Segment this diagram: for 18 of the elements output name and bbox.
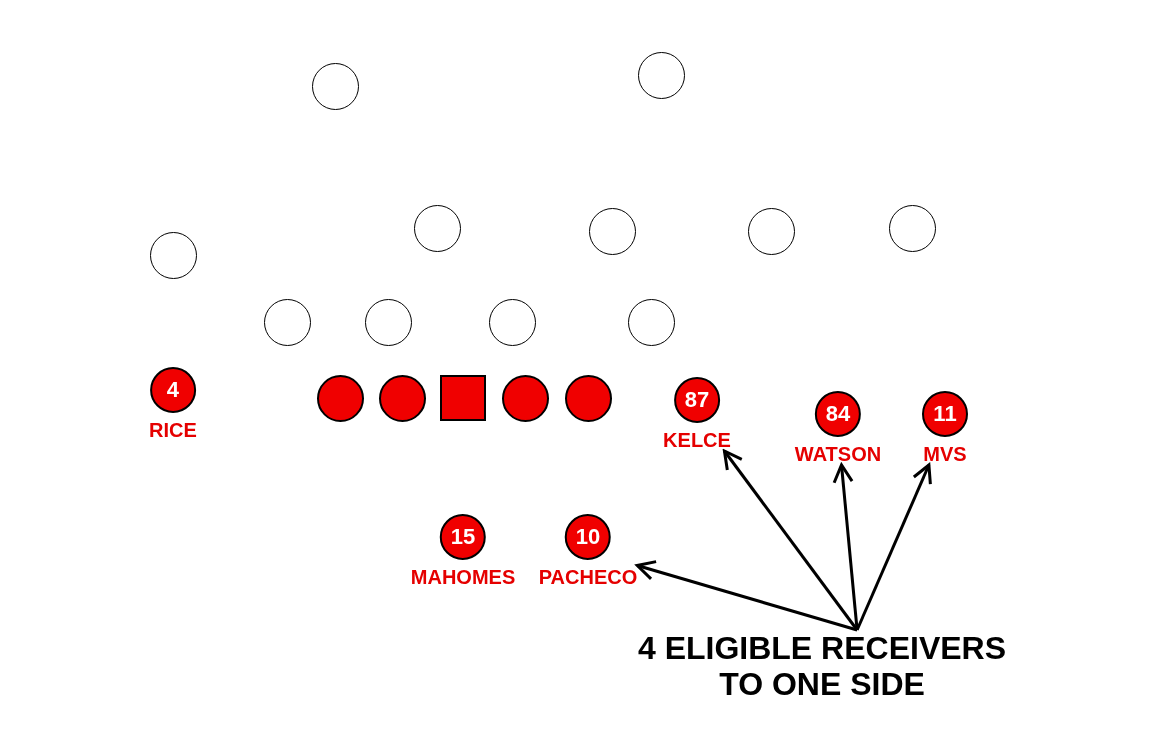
player-name: WATSON — [794, 443, 882, 465]
player-marker: 15 — [440, 514, 486, 560]
player-marker: 11 — [922, 391, 968, 437]
lineman-square — [439, 374, 486, 421]
player-marker: 84 — [815, 391, 861, 437]
player-name: MAHOMES — [410, 566, 516, 588]
player-marker: 4 — [150, 367, 196, 413]
player-name: KELCE — [663, 429, 731, 451]
arrow — [855, 463, 932, 631]
player-marker: 87 — [674, 377, 720, 423]
arrow — [635, 560, 858, 632]
player-name: PACHECO — [538, 566, 638, 588]
callout-text: 4 ELIGIBLE RECEIVERS TO ONE SIDE — [627, 630, 1017, 702]
arrow — [722, 449, 859, 631]
player-marker: 10 — [565, 514, 611, 560]
arrow — [832, 463, 859, 631]
player-name: MVS — [923, 443, 967, 465]
player-name: RICE — [149, 419, 197, 441]
